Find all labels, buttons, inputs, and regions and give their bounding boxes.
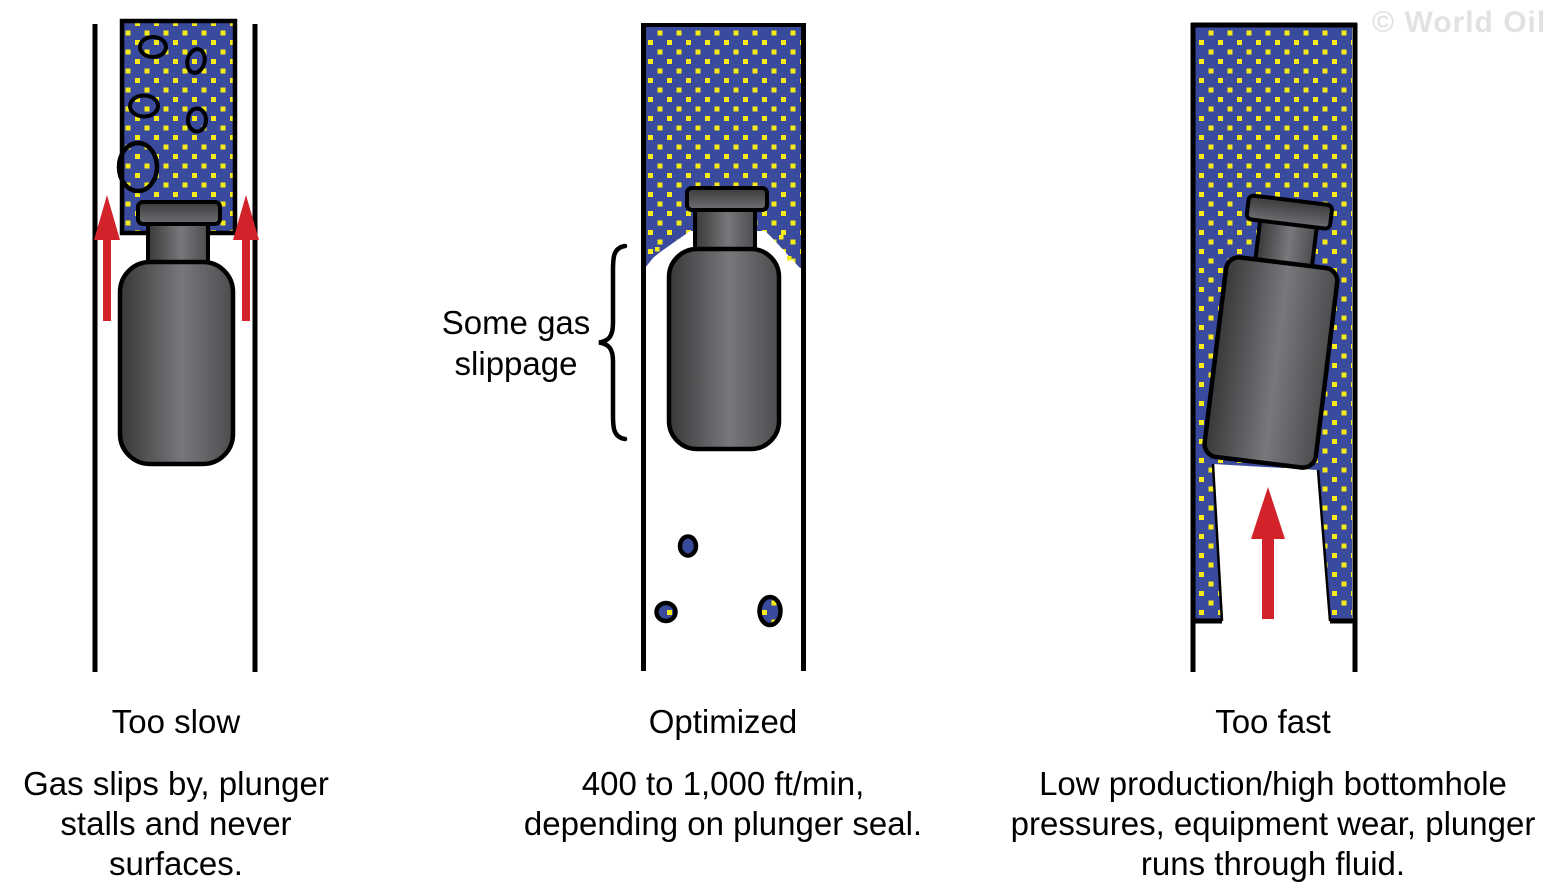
panel-text-too-fast: Too fast Low production/high bottomhole … xyxy=(993,704,1553,884)
plunger-cap xyxy=(685,186,769,212)
liquid-droplet xyxy=(757,594,783,628)
panel-too-fast-graphic xyxy=(1190,22,1358,672)
plunger-body xyxy=(117,259,236,467)
panel-caption-optimized: 400 to 1,000 ft/min, depending on plunge… xyxy=(523,765,923,842)
panel-text-too-slow: Too slow Gas slips by, plunger stalls an… xyxy=(0,704,356,884)
liquid-speck xyxy=(779,235,784,240)
gas-bubble xyxy=(186,106,208,134)
brace xyxy=(598,243,628,442)
plunger-neck xyxy=(146,217,210,269)
panel-title-optimized: Optimized xyxy=(648,703,798,740)
liquid-speck xyxy=(787,256,792,261)
gas-bubble xyxy=(116,140,160,194)
panel-caption-too-fast: Low production/high bottomhole pressures… xyxy=(1010,765,1536,882)
velocity-up-arrow xyxy=(1251,487,1285,619)
liquid-droplet xyxy=(654,600,678,624)
gas-up-arrow xyxy=(94,195,120,321)
liquid-droplet xyxy=(677,534,699,558)
plunger-cap xyxy=(1244,193,1334,231)
liquid-speck xyxy=(655,247,660,252)
liquid-inner-edge xyxy=(1316,469,1332,622)
panel-caption-too-slow: Gas slips by, plunger stalls and never s… xyxy=(23,765,329,882)
watermark: © World Oil xyxy=(1372,6,1547,39)
gas-slippage-label: Some gas slippage xyxy=(441,304,591,382)
panel-text-optimized: Optimized 400 to 1,000 ft/min, depending… xyxy=(493,704,953,844)
panel-optimized-graphic xyxy=(598,23,806,671)
panel-title-too-slow: Too slow xyxy=(111,703,241,740)
liquid-inner-edge xyxy=(1211,463,1224,622)
gas-up-arrow xyxy=(233,195,259,321)
liquid-slug xyxy=(119,18,238,236)
gas-bubble xyxy=(138,35,168,59)
gas-bubble xyxy=(128,93,160,119)
plunger-body xyxy=(666,246,782,452)
plunger-body xyxy=(1202,255,1340,470)
plunger-lift-diagram xyxy=(92,18,1358,672)
panel-title-too-fast: Too fast xyxy=(1215,703,1331,740)
panel-too-slow-graphic xyxy=(92,18,259,672)
plunger-cap xyxy=(136,200,222,226)
gas-bubble xyxy=(185,47,207,75)
plunger-tilted xyxy=(1202,193,1340,470)
